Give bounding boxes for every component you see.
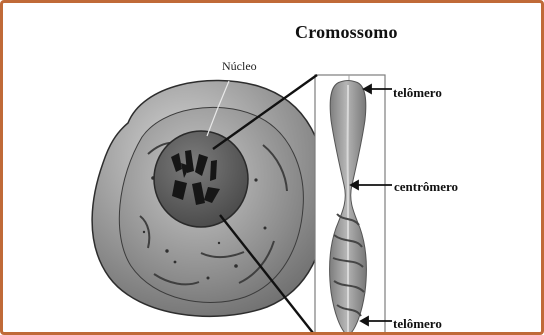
diagram-title: Cromossomo: [295, 23, 398, 41]
nucleus-envelope: [154, 131, 248, 227]
centromere-label: centrômero: [394, 180, 458, 193]
nucleus-label: Núcleo: [222, 60, 257, 72]
telomere-top-label: telômero: [393, 86, 442, 99]
chromosome-panel: [315, 75, 385, 335]
telomere-bottom-label: telômero: [393, 317, 442, 330]
diagram-canvas: [3, 3, 544, 335]
